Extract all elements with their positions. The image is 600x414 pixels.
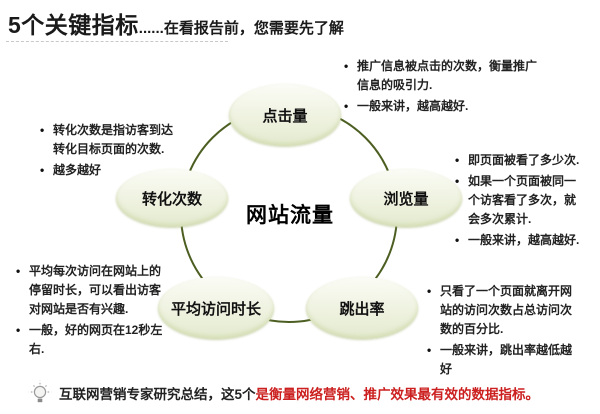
notes-bounce-rate: 只看了一个页面就离开网站的访问次数占总访问次数的百分比. 一般来讲，跳出率越低越… bbox=[427, 282, 583, 381]
title-divider bbox=[6, 41, 228, 42]
notes-avg-visit-duration: 平均每次访问在网站上的停留时长，可以看出访客对网站是否有兴趣. 一般，好的网页在… bbox=[16, 262, 172, 361]
note-item: 一般来讲，跳出率越低越好 bbox=[427, 341, 583, 379]
node-clicks-label: 点击量 bbox=[262, 107, 308, 125]
note-item: 越多越好 bbox=[40, 161, 174, 180]
node-avg-visit-duration: 平均访问时长 bbox=[158, 277, 274, 339]
diagram-center-label: 网站流量 bbox=[246, 204, 334, 227]
node-bounce-rate: 跳出率 bbox=[306, 277, 418, 339]
note-item: 只看了一个页面就离开网站的访问次数占总访问次数的百分比. bbox=[427, 282, 583, 339]
node-bounce-rate-label: 跳出率 bbox=[339, 300, 385, 318]
node-clicks: 点击量 bbox=[229, 84, 341, 146]
note-item: 平均每次访问在网站上的停留时长，可以看出访客对网站是否有兴趣. bbox=[16, 262, 172, 319]
footer-summary-black: 互联网营销专家研究总结，这5个 bbox=[59, 386, 256, 402]
notes-clicks: 推广信息被点击的次数，衡量推广信息的吸引力. 一般来讲，越高越好. bbox=[344, 57, 548, 118]
page-subtitle: 在看报告前，您需要先了解 bbox=[163, 20, 344, 37]
node-pageviews: 浏览量 bbox=[350, 169, 462, 227]
page-title: 5个关键指标 bbox=[8, 12, 139, 38]
note-item: 转化次数是指访客到达转化目标页面的次数. bbox=[40, 121, 174, 159]
slide-header: 5个关键指标......在看报告前，您需要先了解 bbox=[8, 6, 344, 40]
title-dots: ...... bbox=[138, 20, 164, 37]
notes-conversions: 转化次数是指访客到达转化目标页面的次数. 越多越好 bbox=[40, 121, 174, 182]
note-item: 即页面被看了多少次. bbox=[455, 151, 587, 170]
note-item: 如果一个页面被同一个访客看了多次，就会多次累计. bbox=[455, 172, 587, 229]
footer-summary-red: 是衡量网络营销、推广效果最有效的数据指标。 bbox=[255, 386, 540, 402]
lightbulb-icon bbox=[28, 380, 52, 403]
node-conversions-label: 转化次数 bbox=[141, 190, 202, 208]
note-item: 一般，好的网页在12秒左右. bbox=[16, 321, 172, 359]
slide-footer: 互联网营销专家研究总结，这5个是衡量网络营销、推广效果最有效的数据指标。 bbox=[28, 379, 539, 406]
node-avg-visit-duration-label: 平均访问时长 bbox=[170, 300, 261, 318]
note-item: 一般来讲，越高越好. bbox=[344, 97, 548, 116]
note-item: 推广信息被点击的次数，衡量推广信息的吸引力. bbox=[344, 57, 548, 95]
notes-pageviews: 即页面被看了多少次. 如果一个页面被同一个访客看了多次，就会多次累计. 一般来讲… bbox=[455, 151, 587, 252]
node-pageviews-label: 浏览量 bbox=[383, 190, 429, 208]
footer-summary: 互联网营销专家研究总结，这5个是衡量网络营销、推广效果最有效的数据指标。 bbox=[59, 383, 539, 403]
note-item: 一般来讲，越高越好. bbox=[455, 231, 587, 250]
